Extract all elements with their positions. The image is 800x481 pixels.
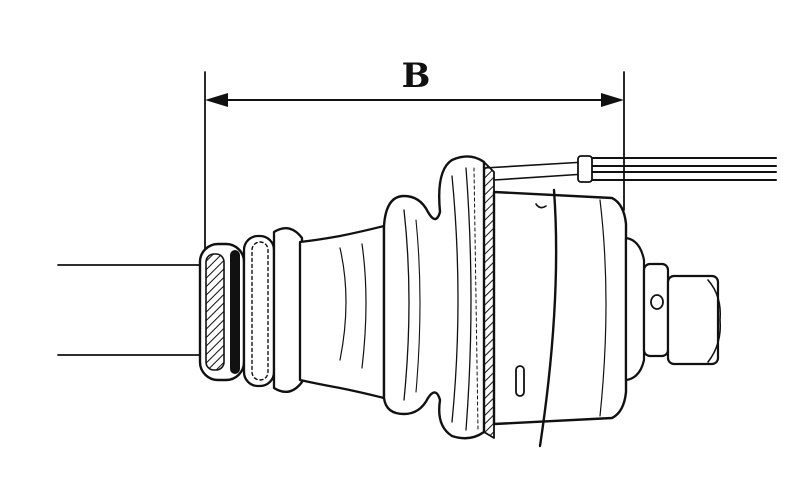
dimension-b-indicator (204, 71, 625, 256)
boot-body (298, 224, 386, 400)
small-boot-clamp (198, 242, 246, 382)
dimension-arrow-left (205, 93, 228, 107)
joint-housing (492, 188, 628, 448)
clamp-tool-rods (483, 155, 777, 183)
large-boot-clamp (483, 161, 495, 439)
dimension-b-label: B (401, 56, 431, 96)
dimension-arrow-right (601, 93, 624, 107)
stub-axle (624, 236, 722, 382)
boot-small-end (242, 227, 304, 393)
boot-large-bellows (382, 155, 486, 440)
drive-shaft (57, 264, 206, 356)
